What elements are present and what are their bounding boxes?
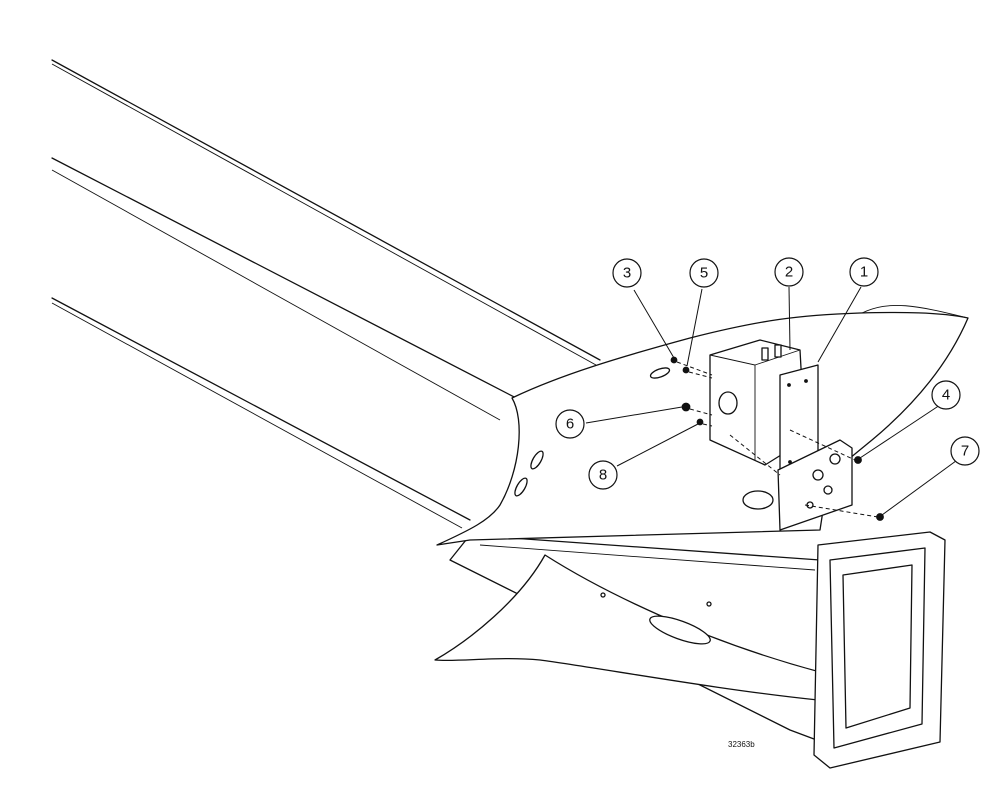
callout-6: 6 — [555, 409, 585, 439]
callout-2: 2 — [774, 257, 804, 287]
square-tube-end — [813, 531, 946, 769]
drawing-number: 32363b — [728, 740, 755, 749]
upper-plate — [436, 305, 969, 546]
callout-8: 8 — [588, 460, 618, 490]
callout-1: 1 — [849, 257, 879, 287]
callout-7-label: 7 — [961, 443, 969, 460]
callout-4: 4 — [931, 380, 961, 410]
lower-plate — [434, 554, 821, 701]
beam-edges — [51, 59, 601, 529]
callout-7: 7 — [950, 436, 980, 466]
callout-6-label: 6 — [566, 416, 574, 433]
callout-5: 5 — [689, 258, 719, 288]
callout-4-label: 4 — [942, 387, 950, 404]
callout-3: 3 — [612, 258, 642, 288]
callout-8-label: 8 — [599, 467, 607, 484]
assembly-lines — [676, 361, 879, 518]
callout-2-label: 2 — [785, 264, 793, 281]
leader-lines — [585, 286, 961, 516]
fasteners — [670, 356, 884, 521]
callout-3-label: 3 — [623, 265, 631, 282]
boss-plate — [777, 439, 853, 531]
callout-1-label: 1 — [860, 264, 868, 281]
callout-5-label: 5 — [700, 265, 708, 282]
